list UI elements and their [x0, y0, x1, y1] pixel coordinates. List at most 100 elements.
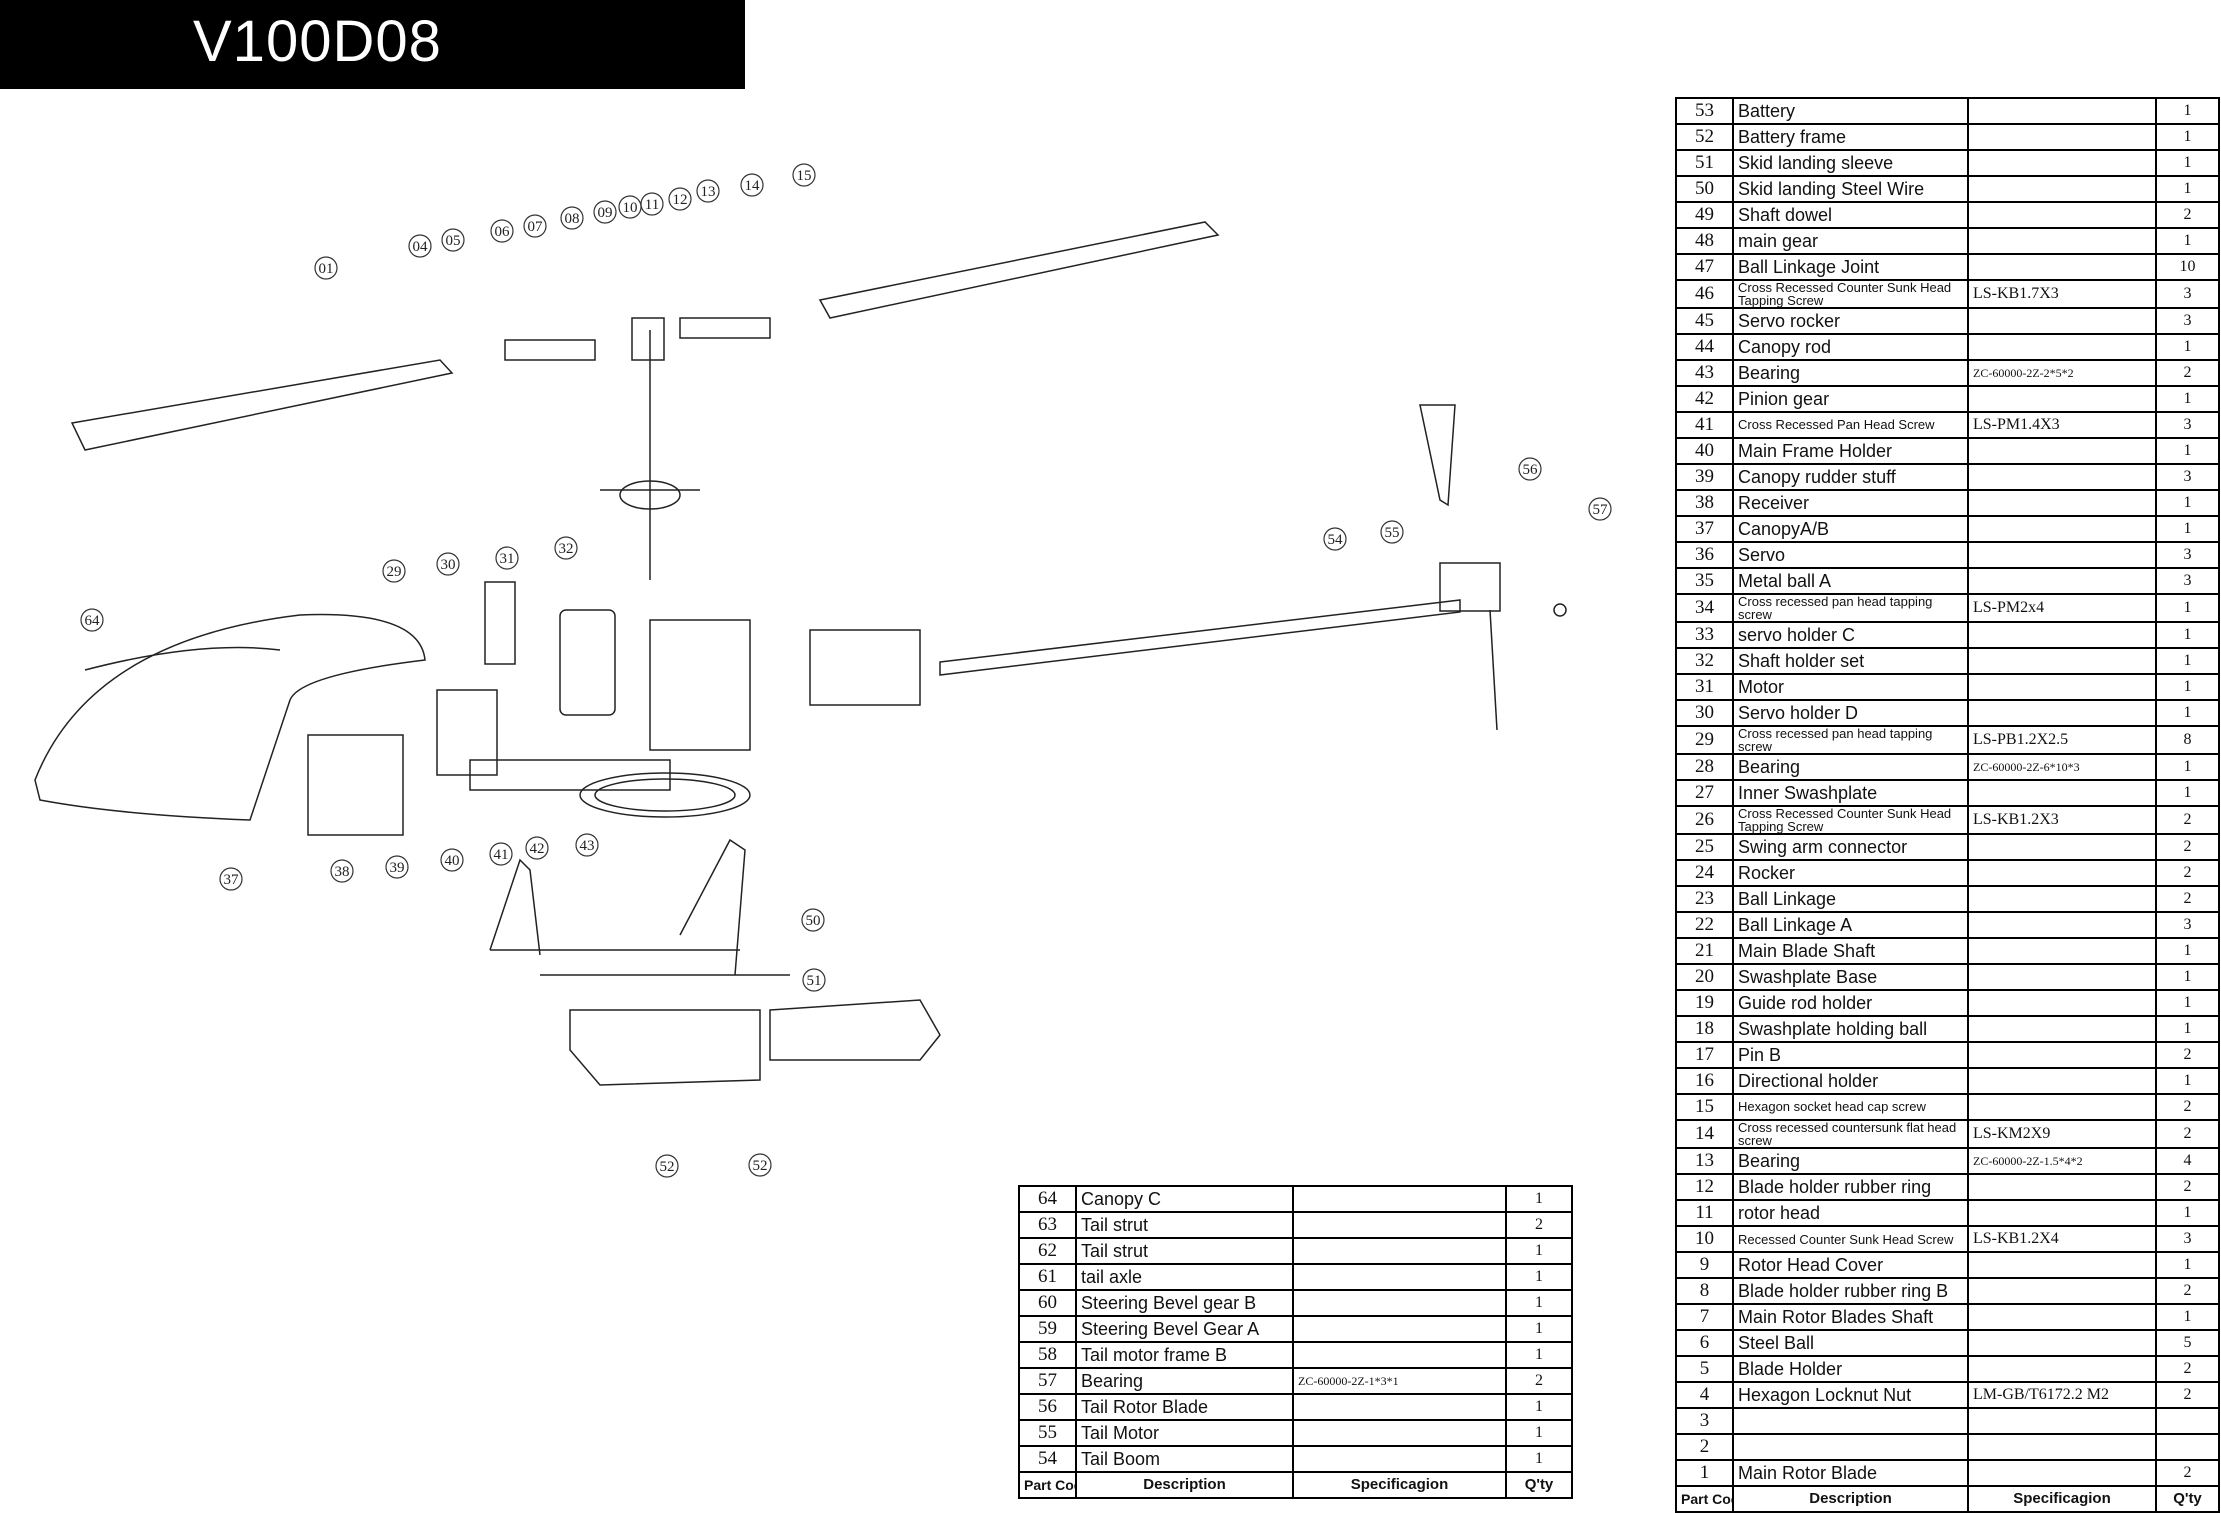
part-code: 5: [1675, 1355, 1734, 1383]
part-spec: ZC-60000-2Z-2*5*2: [1967, 359, 2157, 387]
part-qty: 3: [2155, 307, 2220, 335]
part-desc: Hexagon socket head cap screw: [1732, 1093, 1969, 1121]
svg-text:11: 11: [645, 197, 659, 213]
part-desc: Recessed Counter Sunk Head Screw: [1732, 1225, 1969, 1253]
table-header: Part CodeDescriptionSpecificagionQ'ty: [1675, 1485, 2220, 1513]
landing-skid: [489, 838, 746, 976]
part-desc: Rocker: [1732, 859, 1969, 887]
part-desc: Ball Linkage Joint: [1732, 253, 1969, 281]
part-code: 55: [1018, 1419, 1077, 1447]
part-spec: [1967, 885, 2157, 913]
part-qty: 2: [2155, 1119, 2220, 1149]
part-spec: [1292, 1315, 1507, 1343]
part-desc: Main Rotor Blade: [1732, 1459, 1969, 1487]
part-qty: 1: [2155, 175, 2220, 203]
header-code: Part Code: [1675, 1485, 1734, 1513]
table-header: Part CodeDescriptionSpecificagionQ'ty: [1018, 1471, 1573, 1499]
part-spec: ZC-60000-2Z-1.5*4*2: [1967, 1147, 2157, 1175]
part-spec: ZC-60000-2Z-6*10*3: [1967, 753, 2157, 781]
part-desc: Shaft dowel: [1732, 201, 1969, 229]
svg-text:43: 43: [580, 838, 595, 854]
part-qty: 10: [2155, 253, 2220, 281]
part-spec: [1967, 779, 2157, 807]
part-spec: [1967, 307, 2157, 335]
part-spec: [1967, 253, 2157, 281]
part-qty: 2: [2155, 1277, 2220, 1305]
page-title: V100D08: [193, 9, 442, 74]
part-desc: Skid landing sleeve: [1732, 149, 1969, 177]
svg-text:29: 29: [387, 564, 402, 580]
svg-text:37: 37: [224, 872, 240, 888]
part-desc: Canopy rudder stuff: [1732, 463, 1969, 491]
part-spec: LS-KB1.7X3: [1967, 279, 2157, 309]
part-code: 38: [1675, 489, 1734, 517]
part-code: 49: [1675, 201, 1734, 229]
part-code: 26: [1675, 805, 1734, 835]
parts-row: 3: [1675, 1407, 2220, 1435]
part-code: 41: [1675, 411, 1734, 439]
part-qty: 1: [1505, 1185, 1573, 1213]
svg-text:41: 41: [494, 847, 509, 863]
part-qty: [2155, 1433, 2220, 1461]
part-spec: [1967, 227, 2157, 255]
part-code: 2: [1675, 1433, 1734, 1461]
part-qty: 2: [1505, 1367, 1573, 1395]
part-code: 7: [1675, 1303, 1734, 1331]
part-desc: servo holder C: [1732, 621, 1969, 649]
title-bar: V100D08: [0, 0, 745, 89]
svg-text:12: 12: [673, 192, 688, 208]
part-spec: [1967, 385, 2157, 413]
part-spec: LS-PM2x4: [1967, 593, 2157, 623]
part-spec: LS-KB1.2X4: [1967, 1225, 2157, 1253]
parts-row: 2: [1675, 1433, 2220, 1461]
part-spec: [1967, 567, 2157, 595]
part-desc: Guide rod holder: [1732, 989, 1969, 1017]
part-qty: 1: [2155, 489, 2220, 517]
svg-text:31: 31: [500, 551, 515, 567]
part-qty: 1: [2155, 1199, 2220, 1227]
part-qty: 1: [2155, 1067, 2220, 1095]
part-spec: [1967, 333, 2157, 361]
part-desc: Steering Bevel gear B: [1075, 1289, 1294, 1317]
part-spec: [1967, 833, 2157, 861]
part-spec: [1967, 1407, 2157, 1435]
part-qty: 1: [2155, 97, 2220, 125]
part-spec: [1967, 149, 2157, 177]
part-qty: 1: [1505, 1393, 1573, 1421]
part-desc: Receiver: [1732, 489, 1969, 517]
part-desc: Tail Boom: [1075, 1445, 1294, 1473]
svg-text:09: 09: [598, 205, 613, 221]
svg-text:52: 52: [660, 1159, 675, 1175]
part-qty: 1: [2155, 647, 2220, 675]
part-code: 15: [1675, 1093, 1734, 1121]
svg-text:06: 06: [495, 224, 511, 240]
part-spec: [1292, 1445, 1507, 1473]
svg-text:40: 40: [445, 853, 460, 869]
part-qty: 2: [2155, 359, 2220, 387]
part-qty: 1: [2155, 227, 2220, 255]
part-spec: [1967, 911, 2157, 939]
part-code: 4: [1675, 1381, 1734, 1409]
part-code: 32: [1675, 647, 1734, 675]
main-rotor-blade-right: [818, 221, 1220, 319]
part-spec: [1967, 963, 2157, 991]
